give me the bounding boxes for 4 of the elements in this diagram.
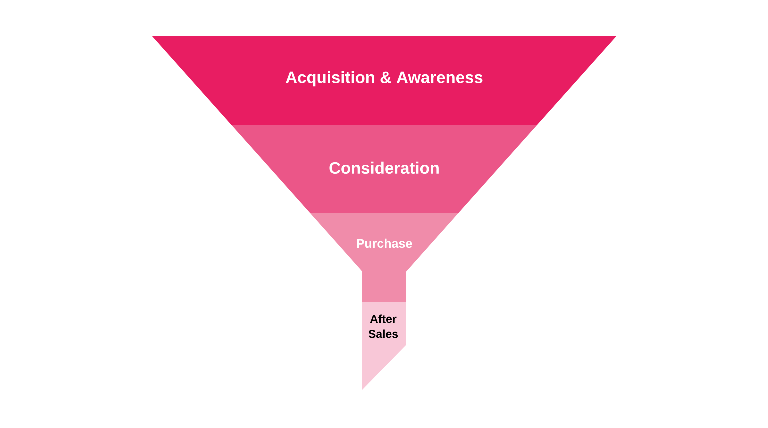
- funnel-band: Purchase: [310, 213, 459, 302]
- funnel-band: Consideration: [232, 125, 538, 213]
- funnel-band: Acquisition & Awareness: [152, 36, 617, 125]
- funnel-band: After Sales: [362, 302, 406, 390]
